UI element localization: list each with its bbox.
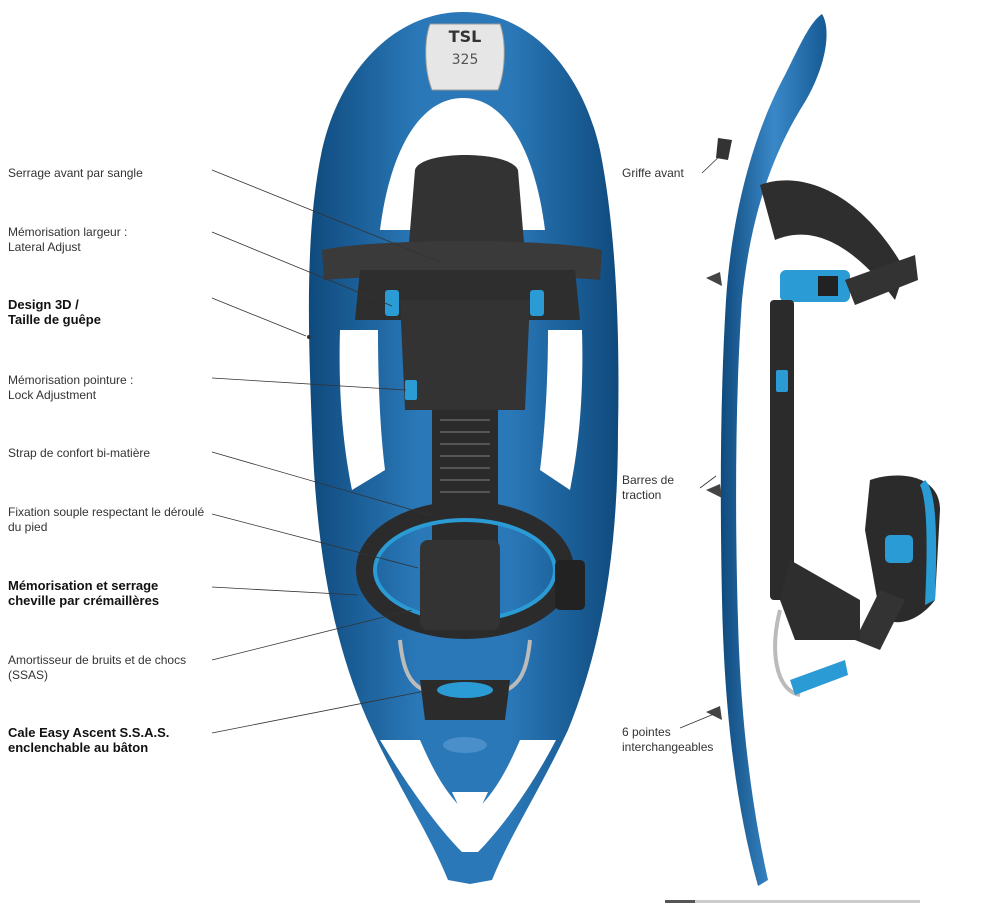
side-wedge — [790, 660, 848, 695]
label-line1: Cale Easy Ascent S.S.A.S. — [8, 725, 170, 740]
side-binding-rail — [770, 300, 794, 600]
deck-left-window — [339, 330, 385, 490]
footer-bar-light — [695, 900, 920, 903]
label-line1: Strap de confort bi-matière — [8, 446, 151, 460]
callout-line-comfort-strap — [211, 451, 431, 516]
traction-claw-3 — [706, 706, 722, 720]
label-line2: (SSAS) — [8, 668, 49, 682]
toe-cap — [408, 155, 525, 255]
label-line2: enclenchable au bâton — [8, 740, 149, 755]
brand-logo-text: TSL — [449, 27, 482, 46]
side-heel-strap — [855, 590, 905, 650]
label-line1: Design 3D / — [8, 297, 79, 312]
callout-line-flex-binding — [211, 513, 419, 569]
footer-bar-dark — [665, 900, 695, 903]
label-lateral-adjust: Mémorisation largeur : Lateral Adjust — [8, 225, 127, 255]
side-front-buckle — [780, 270, 850, 302]
logo-plate — [425, 23, 505, 91]
label-line2: Lock Adjustment — [8, 388, 97, 402]
callout-line-design-3d — [211, 297, 307, 337]
tail-logo-badge — [443, 737, 487, 753]
deck-tail-hole — [452, 792, 488, 830]
side-heel-buckle — [885, 535, 913, 563]
deck-right-window — [540, 330, 583, 490]
side-front-binding — [760, 180, 905, 300]
label-flex-binding: Fixation souple respectant le déroulé du… — [8, 505, 204, 535]
side-lock-clip — [776, 370, 788, 392]
label-line2: interchangeables — [622, 740, 714, 754]
callout-line-easy-ascent — [211, 689, 431, 734]
heel-plate — [420, 540, 500, 630]
callout-lines — [211, 151, 725, 734]
lateral-adjust-clip-right — [530, 290, 544, 316]
callout-line-lateral-adjust — [211, 231, 393, 307]
label-line1: Mémorisation pointure : — [8, 373, 134, 387]
label-line2: Taille de guêpe — [8, 312, 101, 327]
label-six-points: 6 pointes interchangeables — [622, 725, 713, 755]
label-line1: Barres de — [622, 473, 675, 487]
label-line1: Fixation souple respectant le déroulé — [8, 505, 205, 519]
deck-tail-opening — [380, 740, 556, 852]
label-line1: Mémorisation largeur : — [8, 225, 128, 239]
model-number-text: 325 — [452, 52, 479, 68]
side-heel-frame — [780, 560, 860, 640]
label-front-strap: Serrage avant par sangle — [8, 166, 143, 181]
wedge-accent — [437, 682, 493, 698]
callout-line-lock-adjust — [211, 377, 407, 391]
label-line1: Serrage avant par sangle — [8, 166, 143, 180]
callout-line-ssas — [211, 609, 413, 661]
side-deck — [720, 14, 827, 886]
label-line1: Amortisseur de bruits et de chocs — [8, 653, 187, 667]
callout-line-ankle-rack — [211, 586, 359, 596]
label-line2: du pied — [8, 520, 48, 534]
label-line2: Lateral Adjust — [8, 240, 81, 254]
label-front-claw: Griffe avant — [622, 166, 684, 181]
traction-claw-2 — [706, 484, 722, 498]
label-line1: 6 pointes — [622, 725, 671, 739]
toe-plate — [400, 300, 530, 410]
callout-line-traction — [699, 475, 717, 489]
lateral-adjust-clip-left — [385, 290, 399, 316]
lock-adjust-clip — [405, 380, 417, 400]
label-comfort-strap: Strap de confort bi-matière — [8, 446, 150, 461]
side-heel-wire — [773, 609, 801, 697]
side-front-buckle-inner — [818, 276, 838, 296]
label-line1: Mémorisation et serrage — [8, 578, 159, 593]
label-easy-ascent: Cale Easy Ascent S.S.A.S. enclenchable a… — [8, 725, 169, 755]
callout-line-front-claw — [701, 151, 725, 174]
label-lock-adjust: Mémorisation pointure : Lock Adjustment — [8, 373, 133, 403]
snowshoe-top-view: TSL 325 — [308, 12, 619, 884]
snowshoe-side-view — [706, 14, 940, 886]
side-heel-accent — [920, 480, 937, 605]
label-ankle-rack: Mémorisation et serrage cheville par cré… — [8, 578, 159, 608]
side-toe-strap — [845, 255, 918, 305]
callout-line-six-points — [679, 713, 715, 729]
callout-dot-design-3d — [307, 335, 311, 339]
front-claw — [716, 138, 732, 160]
label-ssas: Amortisseur de bruits et de chocs (SSAS) — [8, 653, 186, 683]
traction-claw-1 — [706, 272, 722, 286]
heel-buckle — [555, 560, 585, 610]
label-line2: cheville par crémaillères — [8, 593, 160, 608]
label-traction-bars: Barres de traction — [622, 473, 674, 503]
label-line1: Griffe avant — [622, 166, 684, 180]
callout-line-front-strap — [211, 169, 441, 263]
label-design-3d: Design 3D / Taille de guêpe — [8, 297, 101, 327]
label-line2: traction — [622, 488, 662, 502]
